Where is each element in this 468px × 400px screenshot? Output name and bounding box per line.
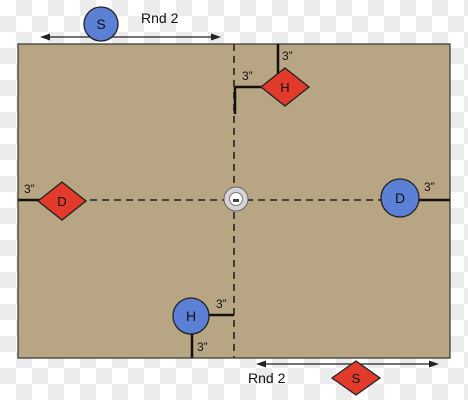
circle-marker-d: D (380, 178, 420, 218)
round-label-bottom: Rnd 2 (248, 370, 286, 386)
dimension-label-d-left: 3” (24, 182, 35, 196)
dimension-label-d-right: 3” (424, 180, 435, 194)
diamond-marker-s (330, 360, 382, 396)
round-arrow-bottom (256, 360, 439, 368)
circle-marker-h-label: H (186, 308, 196, 324)
diamond-marker-h-label: H (280, 80, 289, 95)
diamond-marker-d (36, 181, 88, 221)
circle-marker-d-label: D (395, 190, 405, 206)
diamond-marker-s-label: S (352, 371, 361, 386)
round-label-top: Rnd 2 (141, 10, 179, 26)
circle-marker-s-label: S (96, 16, 105, 32)
circle-marker-h: H (172, 297, 210, 335)
dimension-label-h-left: 3” (242, 69, 253, 83)
dimension-label-h-top: 3” (282, 49, 293, 63)
diamond-marker-h (259, 67, 311, 107)
dimension-label-h-bottom-below: 3” (197, 340, 208, 354)
round-arrow-top (40, 33, 221, 41)
circle-marker-s: S (83, 6, 119, 42)
dimension-label-h-bottom-right: 3” (216, 297, 227, 311)
center-hub (223, 186, 249, 212)
diamond-marker-d-label: D (57, 194, 66, 209)
